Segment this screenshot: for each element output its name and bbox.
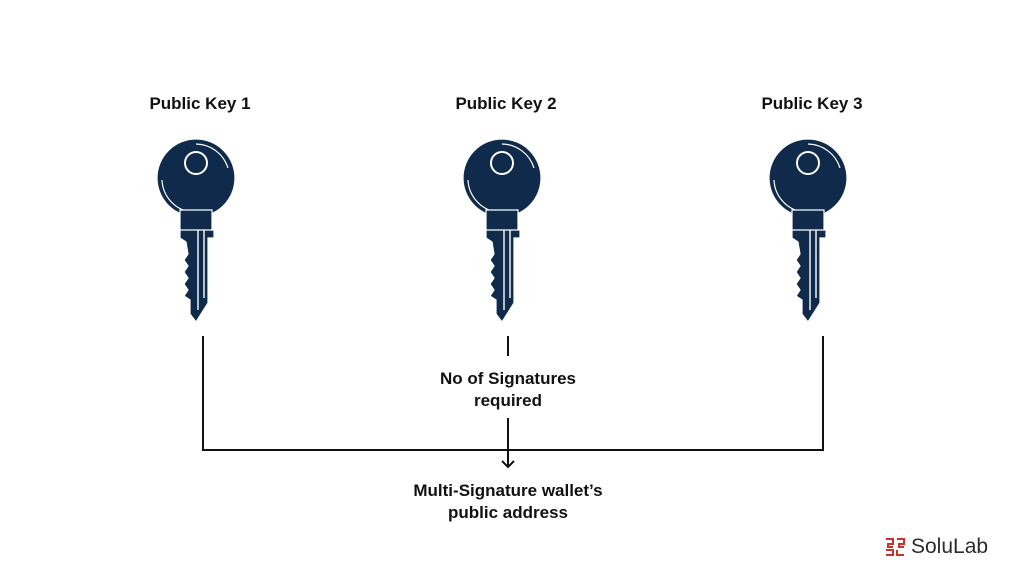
key-3-icon: [768, 138, 848, 324]
key-1-icon: [156, 138, 236, 324]
key-2-icon: [462, 138, 542, 324]
solulab-logo-icon: [886, 538, 905, 556]
brand-name: SoluLab: [911, 535, 989, 558]
wallet-line-2: public address: [448, 503, 568, 522]
signatures-line-2: required: [473, 391, 543, 410]
brand-logo: SoluLab: [884, 535, 988, 559]
key-1-label: Public Key 1: [149, 94, 251, 113]
wallet-address-text: Multi-Signature wallet’s public address: [363, 480, 653, 524]
wallet-line-1: Multi-Signature wallet’s: [413, 481, 603, 500]
key-3-label: Public Key 3: [761, 94, 863, 113]
signatures-required-text: No of Signatures required: [378, 368, 638, 412]
arrow-down-icon: [501, 460, 515, 469]
key-2-label: Public Key 2: [455, 94, 557, 113]
signatures-line-1: No of Signatures: [439, 369, 576, 388]
